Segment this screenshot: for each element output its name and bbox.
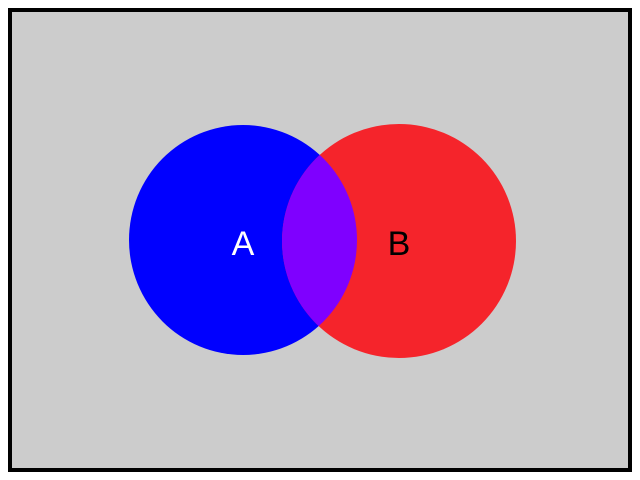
- set-b-label: B: [388, 225, 411, 263]
- set-a-label: A: [232, 225, 255, 263]
- intersection-region: [282, 125, 357, 355]
